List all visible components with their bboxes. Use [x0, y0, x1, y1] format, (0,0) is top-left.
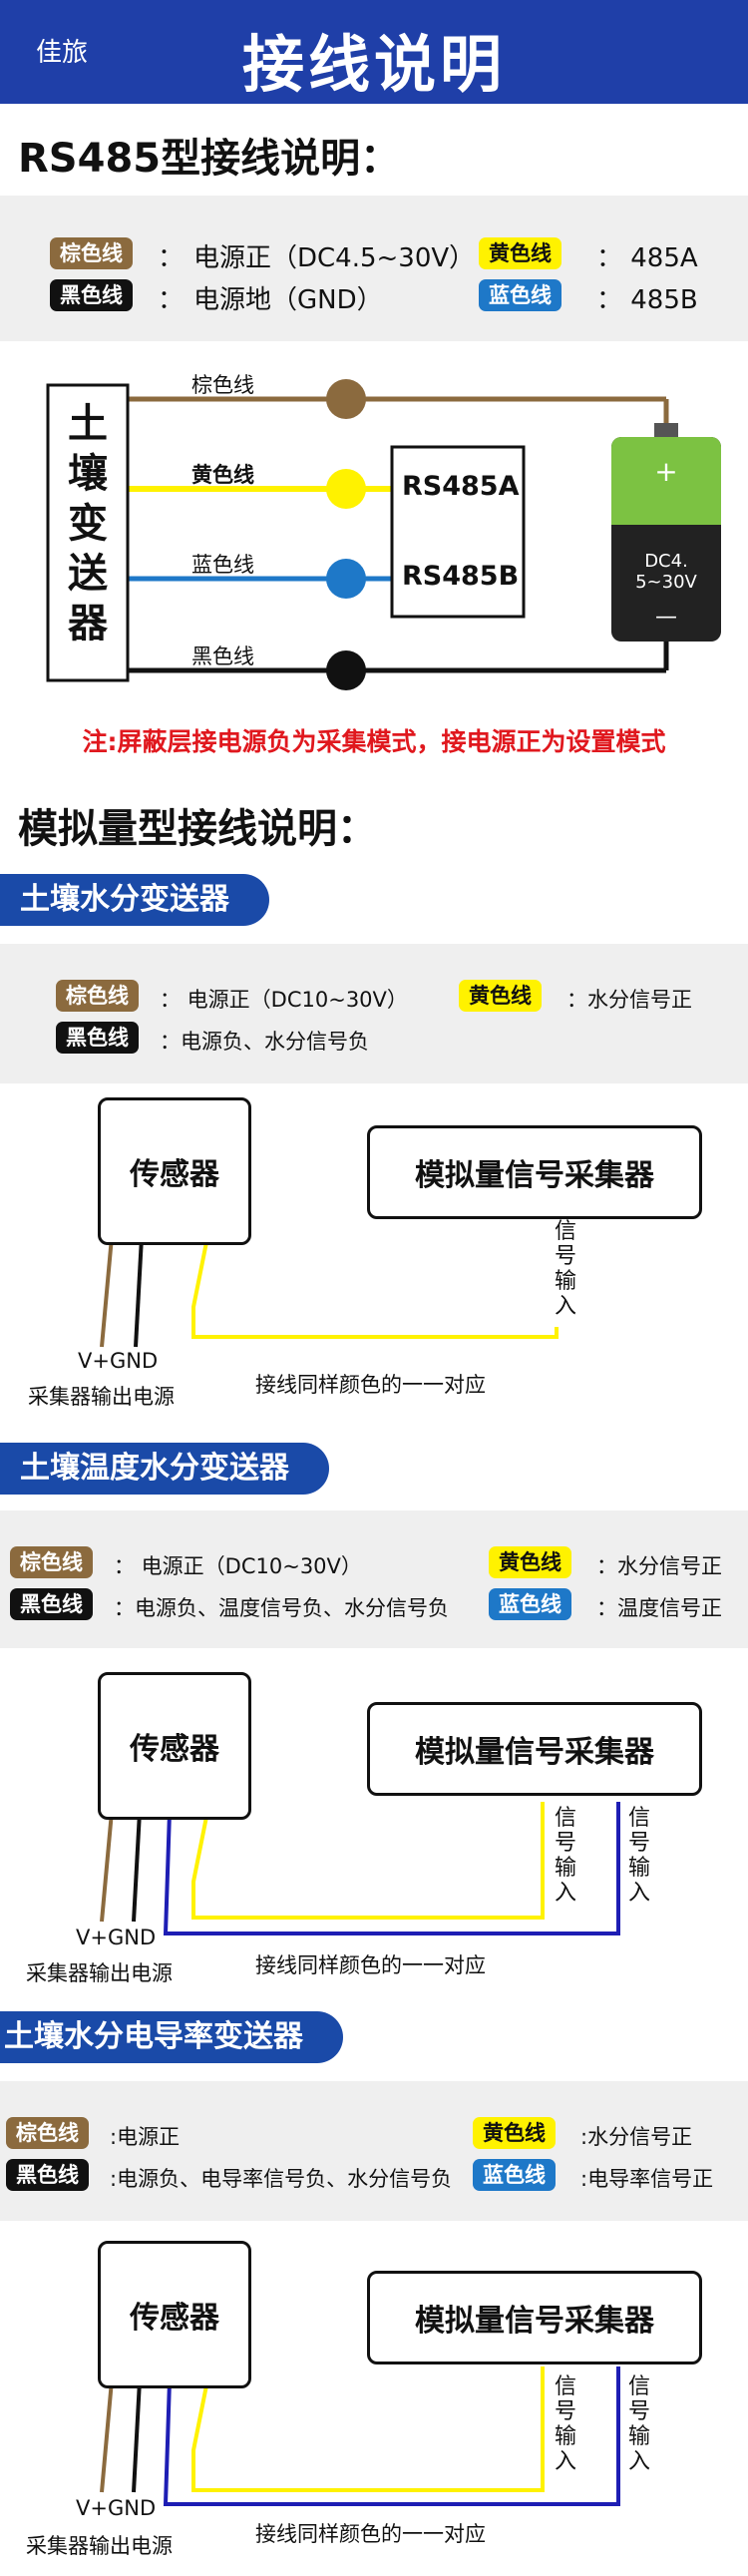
battery-terminal	[654, 423, 678, 439]
rs485-wiring-diagram	[46, 379, 721, 690]
moisture-legend: 棕色线 ： 电源正（DC10~30V） 黄色线 ：水分信号正 黑色线 ：电源负、…	[0, 944, 748, 1083]
moisture-ec-title: 土壤水分电导率变送器	[0, 2011, 343, 2063]
moisture-ec-legend: 棕色线 :电源正 黄色线 :水分信号正 黑色线 :电源负、电导率信号负、水分信号…	[0, 2081, 748, 2221]
rs485-heading: RS485型接线说明：	[18, 136, 401, 182]
blue-terminal	[326, 559, 366, 599]
blue-wire-desc: ： 485B	[596, 285, 698, 315]
soil-transmitter-box	[46, 383, 130, 682]
collector-box: 模拟量信号采集器	[367, 1125, 702, 1219]
mode-note: 注:屏蔽层接电源负为采集模式，接电源正为设置模式	[82, 727, 666, 756]
black-terminal	[326, 650, 366, 690]
brand-name: 佳旅	[36, 38, 89, 68]
page-title: 接线说明	[241, 28, 506, 101]
battery-plus: +	[654, 455, 678, 488]
brown-terminal	[326, 379, 366, 419]
temp-moisture-title: 土壤温度水分变送器	[0, 1443, 329, 1495]
collector-box: 模拟量信号采集器	[367, 2271, 702, 2364]
moisture-title: 土壤水分变送器	[0, 874, 269, 926]
rs485a-label: RS485A	[402, 471, 520, 502]
rs485-box	[390, 445, 526, 619]
sensor-box: 传感器	[98, 1672, 251, 1820]
collector-box: 模拟量信号采集器	[367, 1702, 702, 1796]
soil-transmitter-label: 土壤变送器	[68, 401, 108, 646]
black-wire-desc: 电源地（GND）	[193, 285, 383, 315]
temp-moisture-wiring-diagram	[100, 1802, 620, 1935]
yellow-terminal	[326, 469, 366, 509]
moisture-wiring-diagram	[100, 1236, 559, 1348]
sensor-box: 传感器	[98, 2241, 251, 2388]
battery-voltage: DC4. 5~30V	[635, 551, 697, 593]
header-bar: 佳旅 接线说明	[0, 0, 748, 104]
analog-heading: 模拟量型接线说明：	[18, 806, 377, 852]
rs485b-label: RS485B	[402, 561, 520, 592]
moisture-ec-wiring-diagram	[100, 2366, 620, 2506]
brown-wire-desc: 电源正（DC4.5~30V）	[193, 243, 476, 273]
battery-minus: —	[655, 605, 677, 630]
yellow-wire-desc: ： 485A	[596, 243, 698, 273]
black-wire-tag: 黑色线	[50, 279, 133, 311]
brown-wire-tag: 棕色线	[50, 237, 133, 269]
yellow-wire-tag: 黄色线	[479, 237, 561, 269]
temp-moisture-legend: 棕色线 ： 电源正（DC10~30V） 黄色线 ：水分信号正 黑色线 ：电源负、…	[0, 1510, 748, 1648]
blue-wire-tag: 蓝色线	[479, 279, 561, 311]
sensor-box: 传感器	[98, 1097, 251, 1245]
rs485-legend: 棕色线 ： 电源正（DC4.5~30V） 黄色线 ： 485A 黑色线 ： 电源…	[0, 196, 748, 341]
